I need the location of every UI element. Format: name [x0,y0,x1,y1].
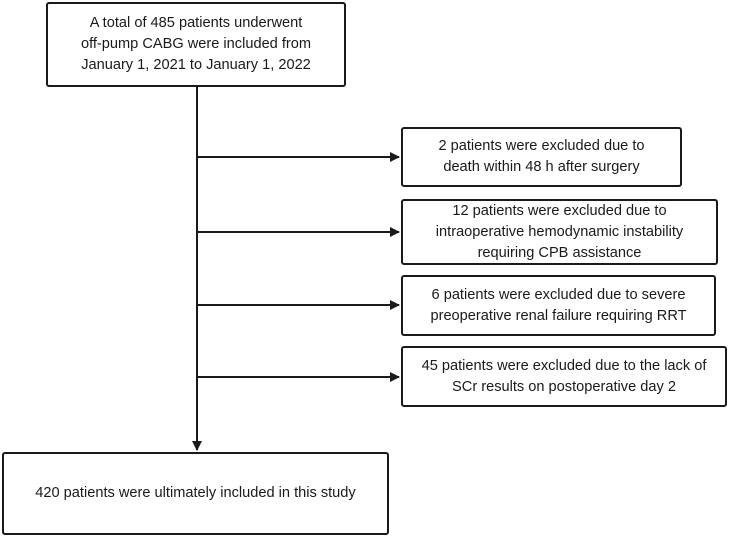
exclusion-text-2: 12 patients were excluded due to intraop… [435,202,684,261]
exclusion-box-4: 45 patients were excluded due to the lac… [401,346,727,407]
enrollment-box: A total of 485 patients underwent off-pu… [46,2,346,87]
final-cohort-box: 420 patients were ultimately included in… [2,452,389,535]
exclusion-text-4: 45 patients were excluded due to the lac… [421,357,707,395]
exclusion-box-1: 2 patients were excluded due to death wi… [401,127,682,187]
exclusion-text-3: 6 patients were excluded due to severe p… [430,286,687,324]
exclusion-text-1: 2 patients were excluded due to death wi… [438,138,645,175]
final-cohort-text: 420 patients were ultimately included in… [35,485,356,501]
exclusion-box-2: 12 patients were excluded due to intraop… [401,199,718,265]
enrollment-text: A total of 485 patients underwent off-pu… [80,15,312,73]
exclusion-box-3: 6 patients were excluded due to severe p… [401,275,716,336]
